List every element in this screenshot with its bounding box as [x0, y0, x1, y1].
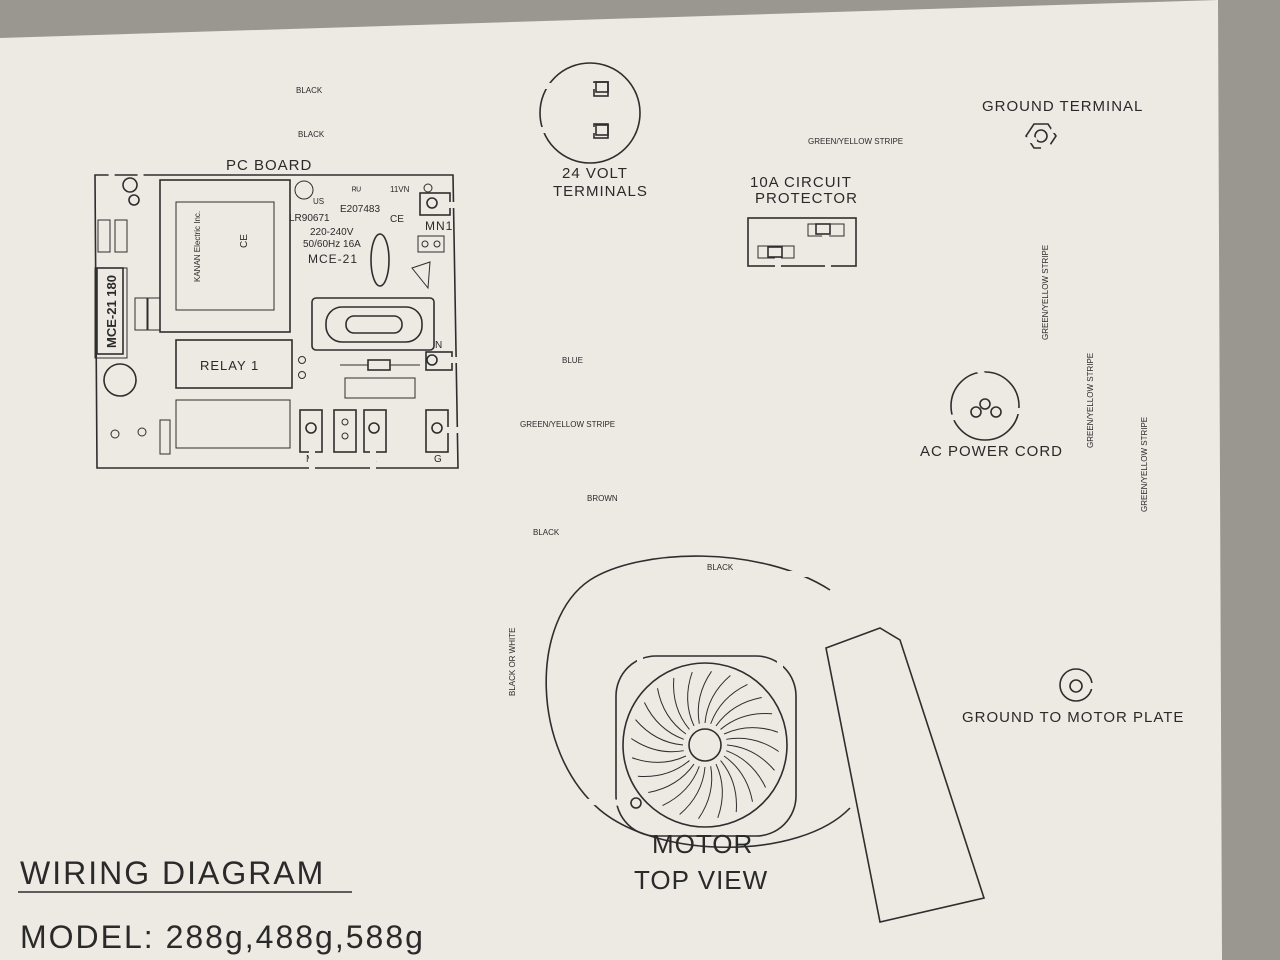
fan-blade — [726, 737, 779, 752]
fan-blade — [673, 677, 690, 730]
fan-blade — [726, 750, 767, 788]
circuit-protector-line2: PROTECTOR — [755, 190, 858, 207]
fan-blade — [687, 671, 695, 727]
wire-label-green-yellow-plate: GREEN/YELLOW STRIPE — [1140, 417, 1149, 512]
fan-blade — [726, 744, 775, 771]
wire-label-blue: BLUE — [562, 356, 583, 365]
cert-lr: LR90671 — [289, 213, 330, 224]
fan-blade — [710, 683, 748, 724]
circuit-protector-line1: 10A CIRCUIT — [750, 174, 852, 191]
wire-label-brown: BROWN — [587, 494, 618, 503]
fan-blade — [715, 763, 723, 819]
pc-board: KANAN Electric Inc. CE US ᴿᵁ 11VN LR9067… — [94, 174, 459, 469]
frequency-rating: 50/60Hz 16A — [303, 239, 361, 250]
wire-label-green-yellow-board: GREEN/YELLOW STRIPE — [520, 420, 615, 429]
ce-mark: CE — [239, 234, 250, 248]
fan-blade — [643, 702, 684, 740]
fan-blade — [723, 755, 754, 802]
motor-label-line1: MOTOR — [652, 829, 753, 859]
cert-us: US — [313, 197, 324, 206]
wire-label-black-or-white: BLACK OR WHITE — [508, 628, 517, 696]
fan-blade — [648, 763, 695, 794]
connector-tabs — [122, 81, 1083, 809]
motor-fan-blades — [631, 671, 779, 819]
board-part-label: MCE-21 — [308, 252, 358, 266]
relay-label: RELAY 1 — [200, 358, 259, 373]
fan-blade — [631, 755, 687, 763]
fan-blade — [723, 727, 779, 735]
wire-label-black-motor: BLACK — [707, 563, 734, 572]
wire-label-green-yellow-top: GREEN/YELLOW STRIPE — [808, 137, 903, 146]
fan-blade — [662, 766, 700, 807]
ground-terminal-label: GROUND TERMINAL — [982, 98, 1143, 115]
motor-label-line2: TOP VIEW — [634, 865, 768, 895]
ce-mark-board: CE — [390, 214, 404, 225]
terminals-24v-line2: TERMINALS — [553, 183, 648, 200]
wire-label-black-top: BLACK — [296, 86, 323, 95]
pc-board-label: PC BOARD — [226, 157, 312, 174]
motor — [545, 555, 986, 923]
fan-blade — [679, 766, 706, 815]
fan-blade — [720, 760, 737, 813]
wire-label-black-m: BLACK — [533, 528, 560, 537]
paper-sheet — [0, 0, 1222, 960]
wire-label-green-yellow-motor: GREEN/YELLOW STRIPE — [1086, 353, 1095, 448]
board-model-label: MCE-21 180 — [104, 275, 119, 348]
wire-labels: BLACK BLACK BLUE GREEN/YELLOW STRIPE BRO… — [296, 86, 1149, 696]
mn1-label: MN1 — [425, 219, 453, 233]
terminals-24v-line1: 24 VOLT — [562, 165, 628, 182]
fan-blade — [637, 760, 690, 777]
cert-ul-mark: ᴿᵁ — [352, 186, 362, 197]
model-line: MODEL: 288g,488g,588g — [20, 919, 425, 955]
voltage-rating: 220-240V — [310, 227, 354, 238]
wires — [103, 83, 1147, 806]
fan-blade — [656, 688, 687, 735]
fan-blade — [704, 675, 731, 724]
diagram-title: WIRING DIAGRAM — [20, 855, 325, 891]
fan-blade — [631, 738, 684, 753]
wire-label-black-second: BLACK — [298, 130, 325, 139]
fan-blade — [635, 719, 684, 746]
wire-label-green-yellow-cord: GREEN/YELLOW STRIPE — [1041, 245, 1050, 340]
transformer-maker: KANAN Electric Inc. — [193, 211, 202, 282]
fan-blade — [697, 671, 712, 724]
ac-power-cord — [950, 371, 1020, 441]
fan-blade — [698, 766, 713, 819]
cert-e: E207483 — [340, 204, 380, 215]
terminal-n: N — [435, 340, 442, 351]
ac-power-cord-label: AC POWER CORD — [920, 443, 1063, 460]
fan-blade — [715, 696, 762, 727]
fan-blade — [720, 713, 773, 730]
cert-11vn: 11VN — [390, 185, 410, 194]
ground-to-motor-plate-label: GROUND TO MOTOR PLATE — [962, 709, 1184, 726]
terminal-g: G — [434, 454, 442, 465]
